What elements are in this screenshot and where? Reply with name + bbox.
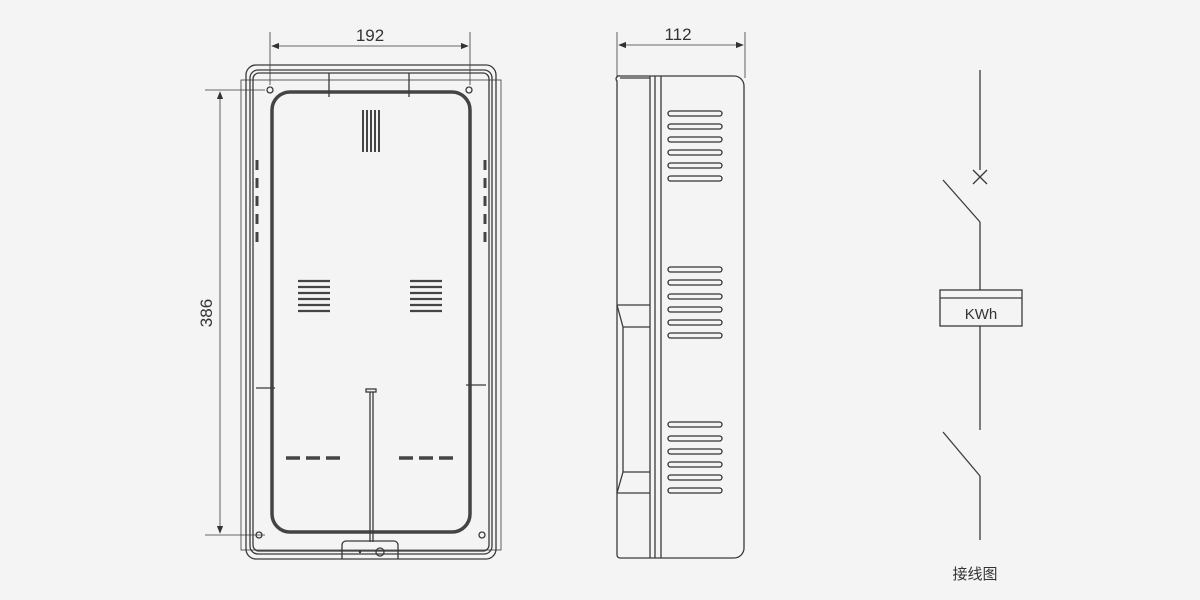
width-dimension: 192 bbox=[356, 26, 384, 45]
height-dimension: 386 bbox=[197, 299, 216, 327]
side-view: 112 bbox=[615, 25, 746, 559]
kwh-meter-label: KWh bbox=[965, 306, 998, 323]
breaker-x-icon bbox=[972, 169, 988, 185]
depth-dimension: 112 bbox=[664, 25, 691, 44]
wiring-caption: 接线图 bbox=[952, 566, 997, 583]
wiring-diagram: KWh 接线图 bbox=[939, 70, 1023, 583]
kwh-meter-box bbox=[939, 289, 1023, 327]
front-view: 192 386 bbox=[197, 26, 502, 560]
